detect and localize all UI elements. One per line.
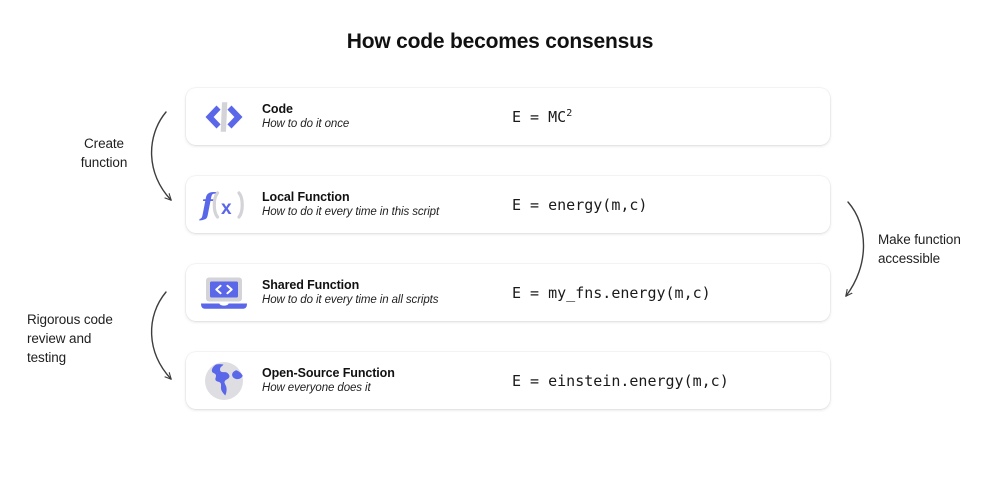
function-fx-icon: f x [186,176,262,233]
arrow-create-function [150,111,171,200]
annotation-create-function: Create function [80,136,128,171]
card-title: Open-Source Function [262,365,395,380]
card-code-formula: E = my_fns.energy(m,c) [512,284,711,302]
card-code[interactable]: Code How to do it once E = MC2 [186,88,830,145]
formula-superscript: 2 [566,107,573,119]
formula-base: E = einstein.energy(m,c) [512,371,729,390]
card-subtitle: How to do it every time in this script [262,206,440,219]
laptop-code-icon [186,264,262,321]
card-open-source-function[interactable]: Open-Source Function How everyone does i… [186,352,830,409]
card-code-formula: E = einstein.energy(m,c) [512,372,729,390]
page-title: How code becomes consensus [346,30,654,53]
globe-icon [186,352,262,409]
annotation-rigorous-review: Rigorous code review and testing [27,312,113,366]
card-local-function[interactable]: f x Local Function How to do it every ti… [186,176,830,233]
formula-base: E = energy(m,c) [512,195,648,214]
card-shared-function[interactable]: Shared Function How to do it every time … [186,264,830,321]
code-brackets-icon [186,88,262,145]
svg-text:x: x [221,198,232,219]
card-text: Local Function How to do it every time i… [262,190,512,220]
card-text: Open-Source Function How everyone does i… [262,366,512,396]
card-subtitle: How everyone does it [262,382,371,395]
card-code-formula: E = MC2 [512,108,572,126]
card-title: Code [262,101,293,116]
card-stack: Code How to do it once E = MC2 f x Local… [186,88,830,409]
card-text: Shared Function How to do it every time … [262,278,512,308]
card-text: Code How to do it once [262,102,512,132]
card-subtitle: How to do it once [262,118,350,131]
card-subtitle: How to do it every time in all scripts [262,294,439,307]
formula-base: E = MC [512,107,567,126]
card-title: Shared Function [262,277,360,292]
annotation-make-accessible: Make function accessible [878,232,961,267]
card-code-formula: E = energy(m,c) [512,196,647,214]
formula-base: E = my_fns.energy(m,c) [512,283,711,302]
arrow-make-accessible [846,201,865,296]
card-title: Local Function [262,189,350,204]
